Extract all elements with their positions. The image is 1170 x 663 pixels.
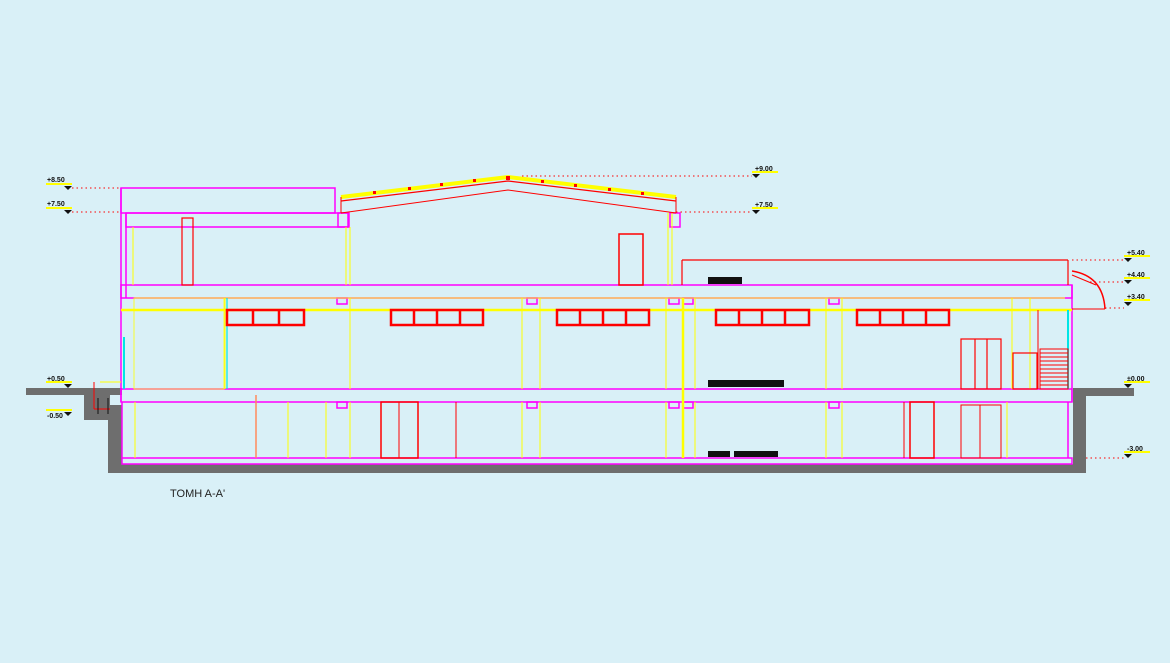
- upper-level: [132, 213, 1106, 310]
- roof-unit: [708, 277, 742, 284]
- basement-floor: [108, 464, 1086, 473]
- level-marker-right-1: +9.00: [522, 166, 778, 178]
- level-marker-right-2: +7.50: [676, 202, 778, 214]
- basement-wall-right: [1073, 395, 1086, 473]
- slabs: [120, 187, 1073, 465]
- upper-box-beam: [125, 212, 350, 228]
- drawing-title: ΤΟΜΗ Α-Α': [170, 488, 225, 500]
- basement: [93, 381, 1008, 459]
- roof-access-door: [618, 233, 644, 286]
- level-marker-left-1: +8.50: [46, 177, 121, 190]
- equipment-unit: [708, 380, 784, 387]
- canopy-arc: [1071, 270, 1106, 310]
- ground-left: [26, 388, 122, 395]
- ground-section: [26, 388, 1134, 473]
- level-label: -3.00: [1127, 446, 1143, 453]
- level-marker-left-3: +0.50: [46, 376, 72, 388]
- level-label: +3.40: [1127, 294, 1145, 301]
- step-block: [84, 395, 110, 420]
- level-marker-left-2: +7.50: [46, 201, 121, 214]
- windows: [225, 308, 951, 327]
- floor-slab-top: [120, 284, 1073, 299]
- level-marker-right-4: +4.40: [1090, 272, 1150, 284]
- stair: [1037, 310, 1069, 390]
- level-label: +7.50: [47, 201, 65, 208]
- upper-box-roof: [120, 187, 336, 214]
- basement-wall-left: [108, 405, 122, 473]
- level-marker-right-3: +5.40: [1072, 250, 1150, 262]
- level-label: +4.40: [1127, 272, 1145, 279]
- level-marker-right-6: ±0.00: [1124, 376, 1150, 388]
- level-label: +8.50: [47, 177, 65, 184]
- floor-slab-ground: [120, 388, 1073, 403]
- level-label: -0.50: [47, 413, 63, 420]
- level-markers: +8.50 +7.50 +0.50 -0.50 +9.00: [46, 166, 1150, 459]
- level-marker-right-7: -3.00: [1086, 446, 1150, 459]
- level-label: +0.50: [47, 376, 65, 383]
- level-label: ±0.00: [1127, 376, 1145, 383]
- upper-column: [181, 217, 194, 286]
- floor-slab-basement: [121, 457, 1073, 465]
- level-marker-left-4: -0.50: [46, 409, 72, 420]
- level-marker-right-5: +3.40: [1105, 294, 1150, 309]
- level-label: +5.40: [1127, 250, 1145, 257]
- level-label: +9.00: [755, 166, 773, 173]
- pitched-roof: [340, 174, 677, 214]
- level-label: +7.50: [755, 202, 773, 209]
- first-floor: [121, 297, 1072, 458]
- ground-right: [1073, 388, 1134, 396]
